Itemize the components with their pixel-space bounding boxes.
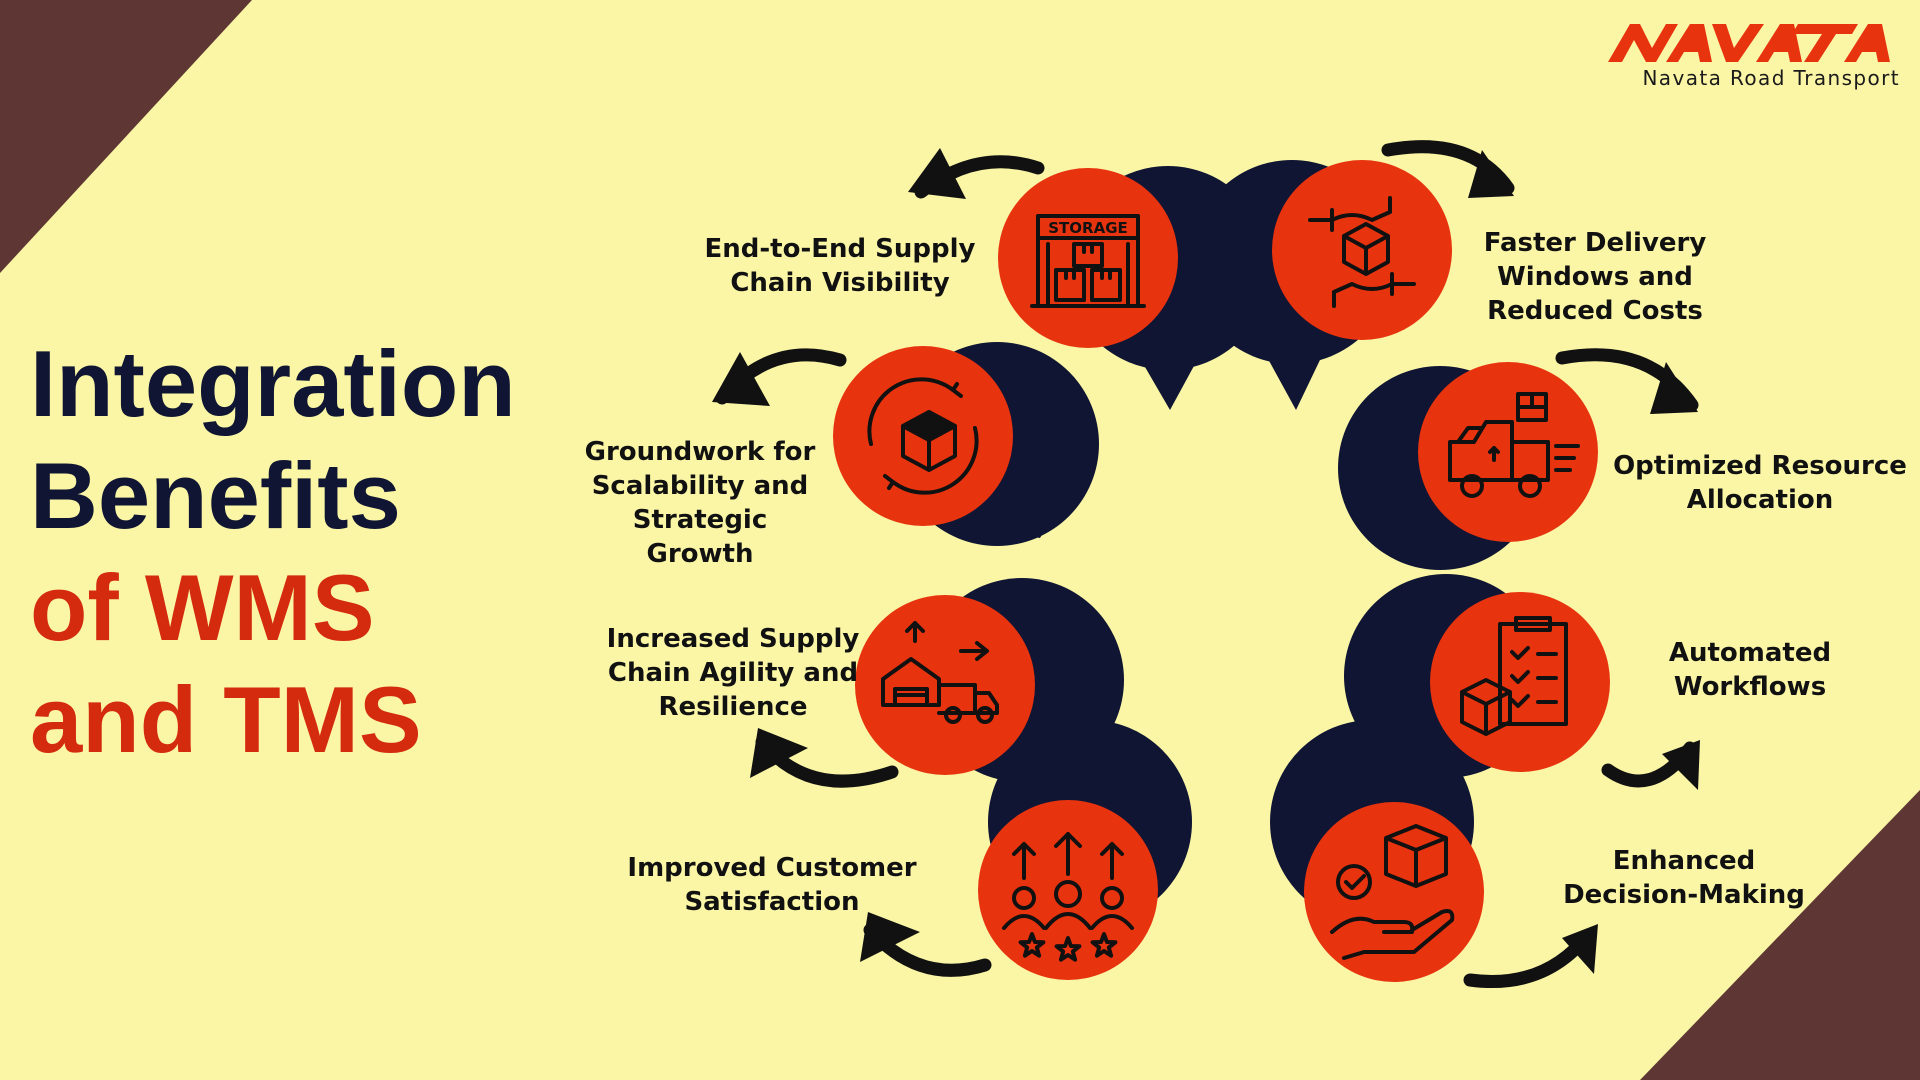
node-disc	[1272, 160, 1452, 340]
title-line-2: Benefits	[30, 443, 401, 548]
benefit-node-3	[712, 342, 1099, 546]
page-title: Integration Benefits of WMS and TMS	[30, 328, 590, 776]
arrow-head-icon	[1562, 924, 1598, 974]
arrow-head-icon	[908, 148, 966, 199]
title-line-3: of WMS	[30, 555, 375, 660]
navata-logo-icon	[1608, 24, 1890, 62]
node-disc	[998, 168, 1178, 348]
node-pointer	[997, 501, 1063, 538]
node-pointer	[1359, 501, 1412, 550]
corner-decoration-bottom-right	[1640, 790, 1920, 1080]
arrow-head-icon	[1650, 362, 1698, 414]
warehouse-truck-icon	[881, 621, 999, 724]
arrow-head-icon	[750, 728, 808, 778]
title-line-4: and TMS	[30, 667, 422, 772]
box-cycle-icon	[867, 377, 979, 495]
hand-package-check-icon	[1330, 824, 1455, 960]
arrow-head-icon	[860, 912, 920, 962]
benefit-node-8	[1270, 720, 1598, 989]
title-line-1: Integration	[30, 331, 516, 436]
node-pointer	[1133, 346, 1205, 410]
corner-decoration-top-left	[0, 0, 252, 273]
node-disc	[1304, 802, 1484, 982]
node-pointer	[1359, 617, 1383, 685]
node-pointer	[1258, 340, 1330, 410]
benefit-node-4	[1338, 348, 1699, 570]
node-pointer	[1146, 756, 1180, 821]
node-disc	[1418, 362, 1598, 542]
benefit-node-7	[860, 720, 1192, 980]
brand-tagline: Navata Road Transport	[1642, 66, 1900, 90]
benefit-node-2	[1190, 140, 1515, 410]
delivery-truck-icon	[1448, 392, 1580, 498]
storage-warehouse-icon: STORAGE	[1030, 214, 1146, 308]
arrow-head-icon	[1468, 150, 1514, 198]
arrow-head-icon	[712, 352, 770, 406]
arrow-head-icon	[1662, 740, 1700, 790]
node-pointer	[1285, 754, 1318, 818]
node-pointer	[1072, 609, 1109, 671]
brand-logo: Navata Road Transport	[1600, 18, 1900, 90]
checklist-clipboard-icon	[1460, 616, 1568, 736]
customers-rating-icon	[1002, 832, 1134, 962]
storage-sign-text: STORAGE	[1048, 219, 1128, 237]
hands-box-icon	[1308, 196, 1416, 308]
